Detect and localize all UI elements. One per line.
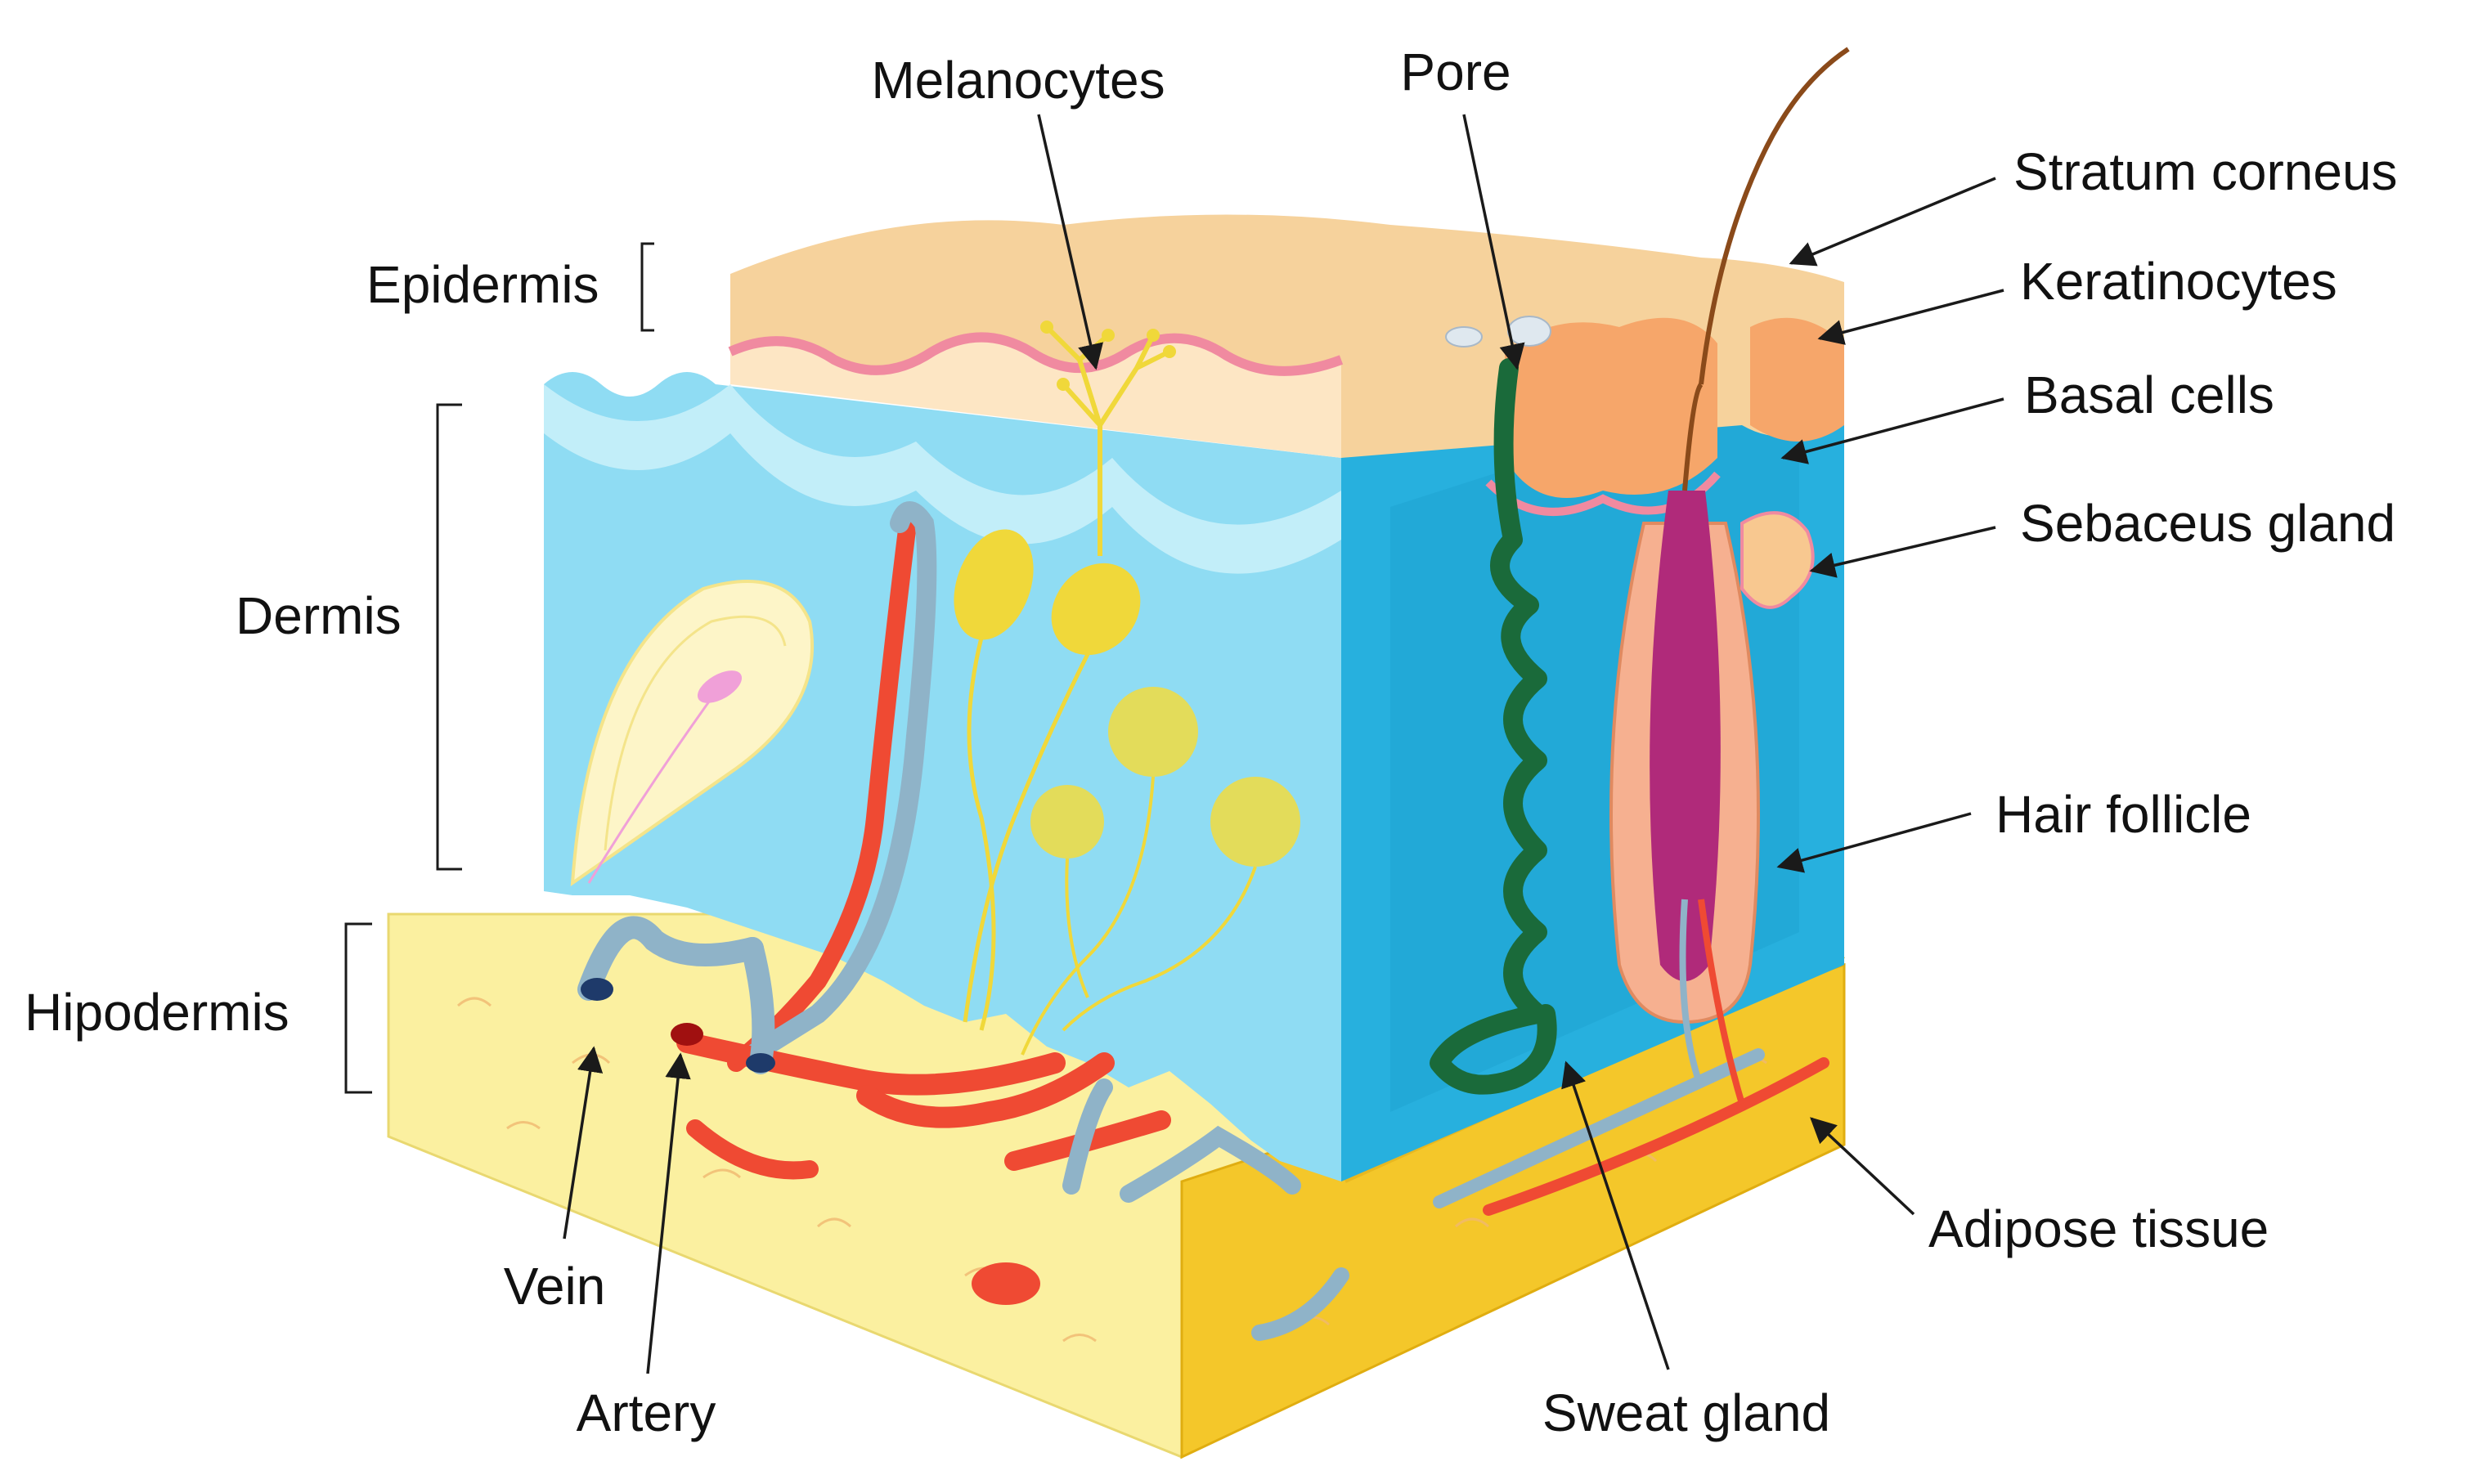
melanocytes-leader <box>1037 114 1104 370</box>
label-vein: Vein <box>504 1257 606 1316</box>
blood-vessels <box>577 501 1829 1341</box>
sebaceus-gland-leader <box>1809 526 1996 578</box>
hair-follicle-leader <box>1776 812 1972 873</box>
epidermis-block <box>544 214 1844 574</box>
label-sweat-gland: Sweat gland <box>1542 1383 1830 1442</box>
epidermis-bracket <box>640 242 654 332</box>
sensory-receptors <box>954 529 1300 1056</box>
label-hair-follicle: Hair follicle <box>1995 785 2251 844</box>
sweat-gland-leader <box>1561 1060 1670 1370</box>
label-stratum-corneus: Stratum corneus <box>2013 142 2398 201</box>
labels: Melanocytes Pore Stratum corneus Keratin… <box>25 43 2398 1442</box>
label-artery: Artery <box>577 1383 716 1442</box>
leader-lines <box>563 114 2004 1374</box>
stratum-corneus-leader <box>1789 177 1996 267</box>
label-melanocytes: Melanocytes <box>871 51 1165 110</box>
label-epidermis: Epidermis <box>366 255 599 314</box>
label-adipose-tissue: Adipose tissue <box>1928 1199 2269 1258</box>
label-basal-cells: Basal cells <box>2024 365 2274 424</box>
label-sebaceus-gland: Sebaceus gland <box>2020 494 2395 553</box>
layer-brackets <box>344 242 654 1094</box>
label-pore: Pore <box>1400 43 1511 101</box>
artery-leader <box>646 1052 691 1374</box>
sweat-gland <box>1430 358 1557 1095</box>
label-hipodermis: Hipodermis <box>25 983 290 1042</box>
label-dermis: Dermis <box>236 586 402 645</box>
basal-cells-leader <box>1780 397 2004 464</box>
dermis-bracket <box>436 403 462 871</box>
hipodermis-bracket <box>344 922 372 1094</box>
adipose-tissue-leader <box>1810 1117 1915 1216</box>
hair-follicle <box>1609 47 1850 1105</box>
keratinocytes-leader <box>1817 289 2004 345</box>
label-keratinocytes: Keratinocytes <box>2020 252 2337 311</box>
vein-leader <box>563 1046 604 1240</box>
pacinian-corpuscle <box>570 580 814 887</box>
pore-leader <box>1462 114 1525 370</box>
